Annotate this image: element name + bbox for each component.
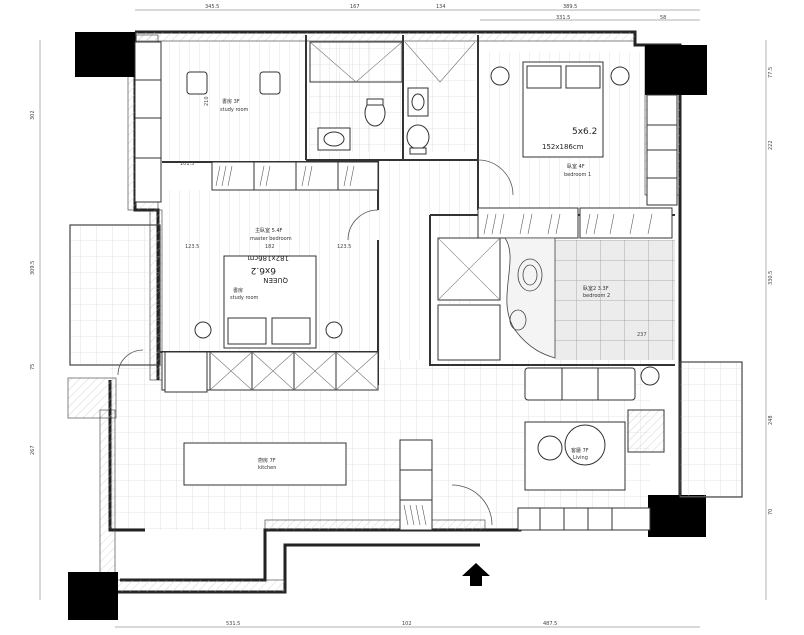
svg-text:QUEEN: QUEEN	[263, 276, 288, 284]
svg-text:101.5: 101.5	[180, 161, 194, 167]
svg-text:5x6.2: 5x6.2	[572, 127, 597, 137]
svg-text:222: 222	[768, 140, 774, 150]
svg-text:182x186cm: 182x186cm	[247, 254, 289, 262]
floor-bedroom2	[555, 240, 675, 360]
svg-text:237: 237	[637, 332, 647, 338]
svg-text:487.5: 487.5	[543, 621, 557, 627]
svg-text:182: 182	[265, 244, 275, 250]
svg-text:study room: study room	[220, 107, 249, 113]
svg-text:210: 210	[204, 96, 210, 106]
kitchen-island	[183, 442, 347, 486]
svg-text:331.5: 331.5	[556, 15, 570, 21]
svg-text:書房 3F: 書房 3F	[222, 98, 240, 105]
living-furniture	[524, 366, 665, 491]
svg-text:345.5: 345.5	[205, 4, 219, 10]
study-chairs	[186, 71, 281, 95]
svg-text:書房: 書房	[233, 287, 243, 294]
balcony-right	[679, 361, 743, 498]
svg-text:330.5: 330.5	[768, 271, 774, 285]
svg-text:309.5: 309.5	[30, 261, 36, 275]
columns	[68, 32, 707, 620]
bath-fixtures	[309, 41, 476, 155]
wardrobe-bedroom1	[477, 207, 673, 239]
svg-text:6x6.2: 6x6.2	[251, 265, 276, 275]
svg-text:master bedroom: master bedroom	[250, 236, 292, 242]
bookshelf-study	[211, 161, 379, 191]
svg-text:75: 75	[30, 364, 36, 370]
svg-text:134: 134	[436, 4, 446, 10]
room-labels: 書房 3F study room 主臥室 5.4F master bedroom…	[220, 98, 610, 471]
svg-text:廚房 7F: 廚房 7F	[258, 457, 276, 464]
closet-bedroom2	[437, 237, 501, 361]
bedroom2-platform	[504, 237, 556, 359]
svg-text:167: 167	[350, 4, 360, 10]
svg-text:主臥室 5.4F: 主臥室 5.4F	[255, 227, 283, 234]
svg-text:kitchen: kitchen	[258, 465, 276, 471]
pantry-cabinet	[399, 439, 433, 531]
dimension-texts: 345.5 167 134 389.5 331.5 58 531.5 102 4…	[30, 4, 774, 627]
svg-text:bedroom 2: bedroom 2	[583, 293, 610, 299]
svg-text:70: 70	[768, 509, 774, 515]
svg-text:389.5: 389.5	[563, 4, 577, 10]
balcony-left	[69, 224, 161, 366]
svg-text:Living: Living	[573, 455, 588, 461]
tv-cabinet-living	[517, 507, 651, 531]
svg-text:248: 248	[768, 415, 774, 425]
svg-text:study room: study room	[230, 295, 259, 301]
svg-text:臥室2 3.3F: 臥室2 3.3F	[583, 285, 609, 292]
entrance-arrow-icon	[462, 563, 490, 586]
svg-text:152x186cm: 152x186cm	[542, 143, 584, 151]
svg-text:102: 102	[402, 621, 412, 627]
dimension-lines	[39, 9, 767, 628]
svg-text:123.5: 123.5	[337, 244, 351, 250]
svg-text:58: 58	[660, 15, 666, 21]
bed-labels: QUEEN 6x6.2 182x186cm 5x6.2 152x186cm	[247, 127, 597, 284]
doors	[117, 159, 514, 526]
svg-text:77.5: 77.5	[768, 67, 774, 78]
cabinet-entry	[164, 351, 208, 393]
svg-text:bedroom 1: bedroom 1	[564, 172, 591, 178]
wardrobe-right-bedroom1	[646, 94, 678, 206]
svg-text:客廳 7F: 客廳 7F	[571, 447, 589, 454]
wardrobe-left-study	[134, 41, 162, 203]
svg-text:267: 267	[30, 445, 36, 455]
svg-text:臥室 4F: 臥室 4F	[567, 163, 585, 170]
bed-bedroom1	[490, 61, 630, 158]
svg-text:123.5: 123.5	[185, 244, 199, 250]
svg-text:302: 302	[30, 110, 36, 120]
bed-master	[194, 255, 343, 349]
svg-text:531.5: 531.5	[226, 621, 240, 627]
